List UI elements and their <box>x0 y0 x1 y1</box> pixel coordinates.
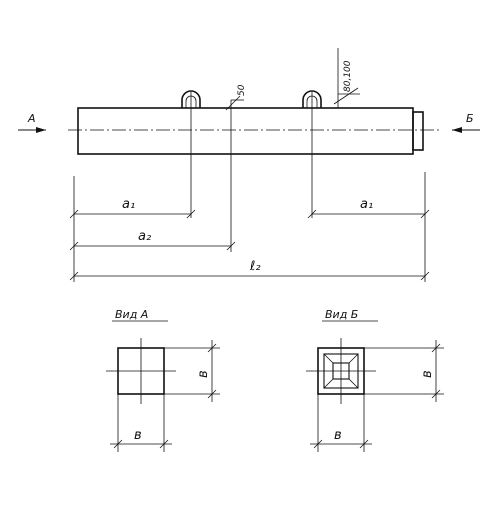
dim-a1-right-tick-end <box>420 209 430 219</box>
view-b-chamfer-br <box>348 378 359 389</box>
dim-a2-tick-start <box>69 241 79 251</box>
beam-dimensions: a₁ a₁ a₂ ℓ₂ <box>69 172 430 282</box>
view-a: Вид А в в <box>106 308 220 452</box>
view-a-arrow-label: А <box>27 112 36 125</box>
dim-a1-left-text: a₁ <box>122 197 135 212</box>
view-a-height-tick-top <box>207 343 217 353</box>
dim-a2-tick-end <box>226 241 236 251</box>
view-b: Вид Б в в <box>306 308 444 452</box>
dim-a1-right-tick-start <box>307 209 317 219</box>
view-a-title: Вид А <box>115 308 148 321</box>
view-a-width-text: в <box>134 428 142 443</box>
view-b-height-tick-top <box>431 343 441 353</box>
dim-a2-text: a₂ <box>138 229 151 244</box>
lifting-loop-left <box>181 90 201 108</box>
dim-50-tick <box>225 95 241 111</box>
beam-main-view: 50 80,100 А Б <box>18 48 480 252</box>
view-a-width-tick-right <box>159 439 169 449</box>
view-b-arrowhead <box>452 127 462 133</box>
view-b-height-tick-bottom <box>431 389 441 399</box>
dim-a1-left-tick-start <box>69 209 79 219</box>
dim-l2-text: ℓ₂ <box>249 259 261 274</box>
view-a-width-tick-left <box>113 439 123 449</box>
dim-l2-tick-end <box>420 271 430 281</box>
view-b-chamfer-bl <box>323 378 334 389</box>
view-b-chamfer-tr <box>348 353 359 364</box>
view-a-height-text: в <box>196 370 211 378</box>
view-b-width-tick-right <box>359 439 369 449</box>
view-b-width-tick-left <box>313 439 323 449</box>
dim-a1-right-text: a₁ <box>360 197 373 212</box>
dim-80-100-text: 80,100 <box>343 60 353 92</box>
view-a-height-tick-bottom <box>207 389 217 399</box>
view-b-arrow-label: Б <box>466 112 474 125</box>
view-a-arrowhead <box>36 127 46 133</box>
dim-a1-left-tick-end <box>186 209 196 219</box>
view-b-width-text: в <box>334 428 342 443</box>
dim-50-text: 50 <box>237 84 247 96</box>
view-b-chamfer-tl <box>323 353 334 364</box>
lifting-loop-right <box>302 90 322 108</box>
dim-l2-tick-start <box>69 271 79 281</box>
beam-end-cap <box>412 111 424 151</box>
view-b-title: Вид Б <box>325 308 358 321</box>
view-b-height-text: в <box>420 370 435 378</box>
beam-body <box>77 107 414 155</box>
